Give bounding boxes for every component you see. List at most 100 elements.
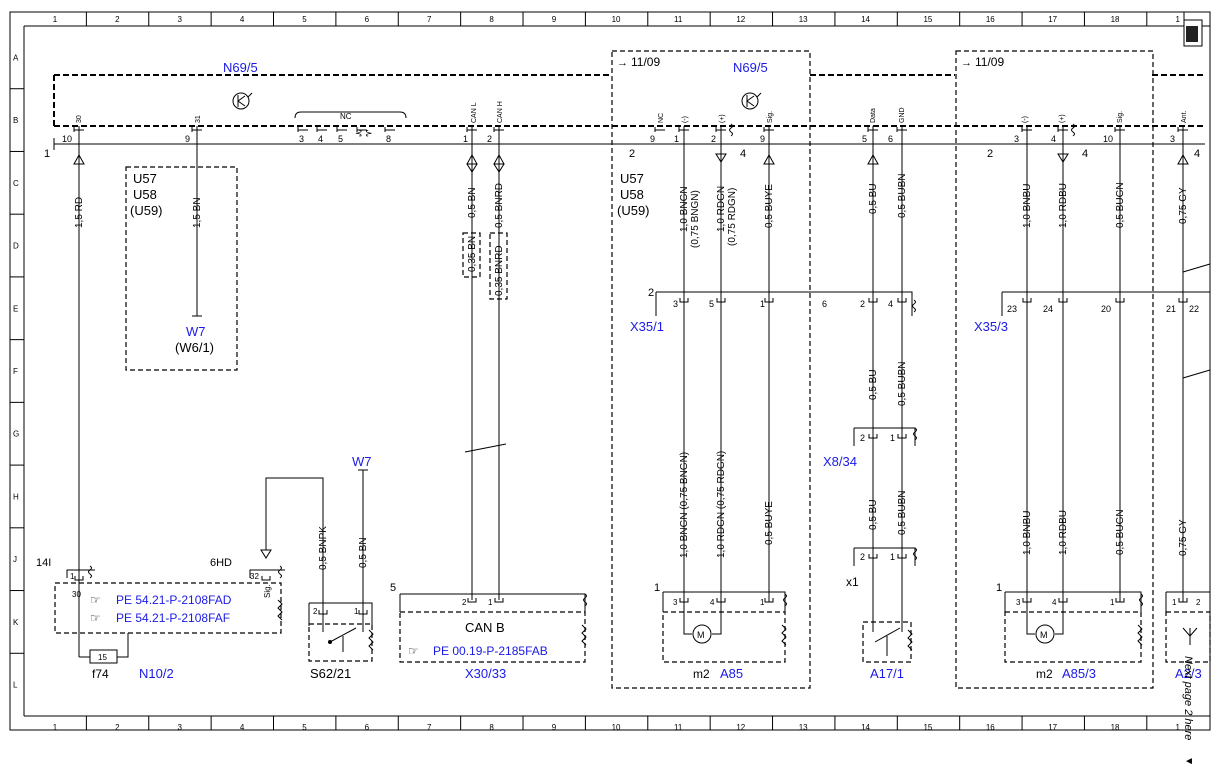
wire-label: 0,75 GY — [1178, 519, 1189, 556]
grid-column-label: 16 — [986, 15, 995, 24]
pin-number: 2 — [860, 552, 865, 562]
grid-column-label: 1 — [53, 723, 58, 732]
pin-number: 2 — [487, 134, 492, 144]
label-can-b: CAN B — [465, 620, 505, 635]
pin-number: 1 — [70, 572, 75, 581]
grid-column-label: 18 — [1111, 723, 1120, 732]
ref-pe-00-19[interactable]: PE 00.19-P-2185FAB — [433, 644, 548, 658]
pin-number: 2 — [987, 148, 993, 160]
pin-number: 1 — [354, 607, 359, 616]
pin-number: 4 — [710, 598, 715, 607]
pin-label: GND — [899, 107, 906, 123]
grid-column-label: 12 — [736, 15, 745, 24]
grid-row-label: B — [13, 116, 18, 125]
pin-number: 1 — [890, 552, 895, 562]
pin-nc: NC — [340, 112, 352, 121]
fuse-rating: 15 — [98, 653, 107, 662]
pin-number: 3 — [673, 299, 678, 309]
variant-label: (U59) — [617, 203, 650, 218]
grid-column-label: 10 — [612, 723, 621, 732]
grid-column-label: 2 — [115, 15, 120, 24]
pin-number: 4 — [1082, 148, 1088, 160]
pin-number: 5 — [338, 134, 343, 144]
wave-symbols — [88, 123, 1143, 651]
grid-column-label: 7 — [427, 15, 432, 24]
motor-icon: M — [683, 602, 722, 644]
pin-label: 31 — [195, 115, 202, 123]
grid-column-label: 17 — [1048, 723, 1057, 732]
label-n10-2: N10/2 — [139, 666, 174, 681]
grid-row-label: K — [13, 618, 19, 627]
svg-text:⊰ ⊱: ⊰ ⊱ — [355, 128, 373, 138]
wire-label: 0,5 BUGN — [1115, 182, 1126, 228]
pin-number: 1 — [463, 134, 468, 144]
wire-label: 1,0 BNGN — [679, 186, 690, 232]
wire-label: (0,75 BNGN) — [690, 190, 701, 248]
wire-label: 0,5 BN — [467, 187, 478, 218]
a85-box — [662, 611, 786, 663]
wire-label: 1,0 RDBU — [1058, 183, 1069, 228]
grid-column-label: 13 — [799, 15, 808, 24]
pin-number: 4 — [318, 134, 323, 144]
grid-column-label: 17 — [1048, 15, 1057, 24]
wire-label: 1,5 BN — [192, 197, 203, 228]
grid-column-label: 14 — [861, 15, 870, 24]
pin-number: 5 — [709, 299, 714, 309]
wire-label: 0,5 BUYE — [764, 184, 775, 228]
variant-label: U58 — [620, 187, 644, 202]
pin-number: 4 — [1194, 148, 1200, 160]
ref-pe-54-faf[interactable]: PE 54.21-P-2108FAF — [116, 611, 230, 625]
label-n69-5-left: N69/5 — [223, 60, 258, 75]
pin-label: (+) — [1059, 114, 1066, 123]
pin-number: 9 — [185, 134, 190, 144]
grid-column-label: 5 — [302, 15, 307, 24]
label-x35-3: X35/3 — [974, 319, 1008, 334]
wire-label: 0,5 BUBN — [897, 362, 908, 406]
pin-number: 5 — [390, 582, 396, 594]
svg-text:◄: ◄ — [1184, 756, 1194, 767]
variant-label: U58 — [133, 187, 157, 202]
grid-row-label: E — [13, 304, 18, 313]
pin-number: 4 — [888, 299, 893, 309]
pin-number: 1 — [44, 148, 50, 160]
grid-column-label: 5 — [302, 723, 307, 732]
pin-number: 2 — [629, 148, 635, 160]
pin-number: 10 — [1103, 134, 1113, 144]
pin-label: NC — [658, 113, 665, 123]
grid-row-label: A — [13, 53, 19, 62]
pin-number: 1 — [674, 134, 679, 144]
pin-number: 2 — [711, 134, 716, 144]
pin-number: x1 — [846, 575, 859, 589]
pin-number: 2 — [860, 433, 865, 443]
label-x8-34: X8/34 — [823, 454, 857, 469]
grid-column-label: 3 — [177, 723, 182, 732]
grid-column-label: 1 — [1176, 723, 1181, 732]
ref-pe-54-fad[interactable]: PE 54.21-P-2108FAD — [116, 593, 232, 607]
pin-number: 3 — [1170, 134, 1175, 144]
pin-number: 6 — [888, 134, 893, 144]
version-box-a85-3 — [955, 50, 1154, 689]
grid-column-label: 4 — [240, 723, 245, 732]
pin-number: 2 — [313, 607, 318, 616]
grid-row-label: L — [13, 681, 18, 690]
grid-column-label: 9 — [552, 15, 557, 24]
pin-label: CAN L — [471, 102, 478, 123]
transistor-icon — [232, 92, 253, 110]
pin-number: 22 — [1189, 304, 1199, 314]
pin-label: CAN H — [497, 101, 504, 123]
grid-column-label: 8 — [489, 15, 494, 24]
transistor-icon — [741, 92, 762, 110]
next-page-link[interactable]: Next page 2 here — [1182, 656, 1194, 740]
ref-hand-icon: ☞ — [90, 611, 101, 625]
grid-column-label: 11 — [674, 723, 683, 732]
grid-column-label: 8 — [489, 723, 494, 732]
grid-column-label: 6 — [365, 15, 370, 24]
a17-1-box — [862, 621, 912, 663]
switch-icon — [872, 622, 903, 656]
label-m2: m2 — [693, 667, 710, 681]
version-box-a85 — [611, 50, 811, 689]
pin-number: 32 — [250, 572, 259, 581]
grid-column-label: 1 — [53, 15, 58, 24]
x30-33-box — [399, 611, 586, 663]
pin-number: 3 — [1014, 134, 1019, 144]
